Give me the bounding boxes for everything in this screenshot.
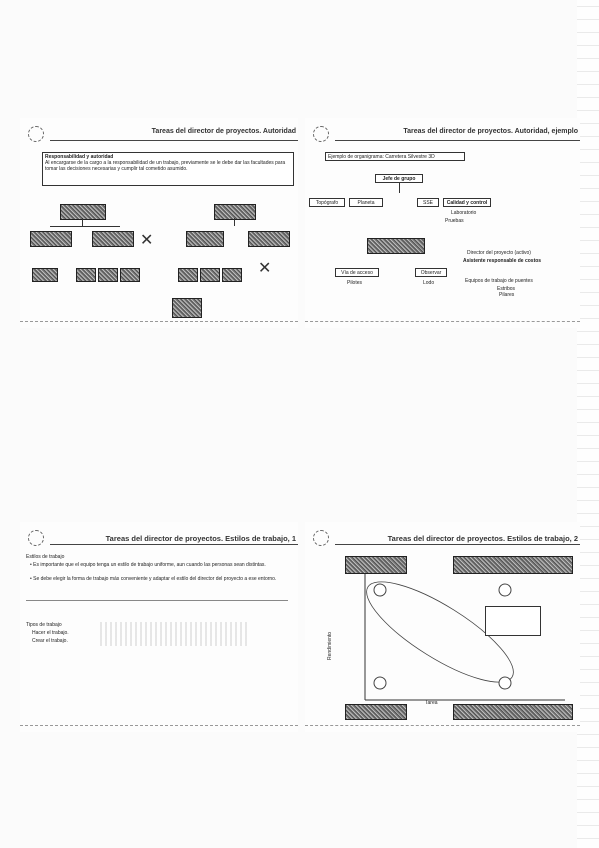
org-node (30, 231, 72, 247)
org-node (248, 231, 290, 247)
org-node (186, 231, 224, 247)
cross-icon: ✕ (258, 260, 272, 277)
slide-footer (20, 725, 298, 732)
org-node (32, 268, 58, 282)
slide-work-styles-1: Tareas del director de proyectos. Estilo… (20, 522, 298, 732)
logo-icon (313, 530, 329, 546)
org-sub1: Laboratorio (451, 210, 477, 216)
quadrant-label (345, 704, 407, 720)
y-axis-label: Rendimiento (327, 631, 333, 660)
slide-title: Tareas del director de proyectos. Estilo… (105, 534, 296, 543)
org-left1: Topógrafo (309, 198, 345, 207)
org-bottom-left: Vía de acceso (335, 268, 379, 277)
list-item: Crear el trabajo. (32, 638, 68, 644)
org-bottom-left-sub: Pilotes (347, 280, 363, 286)
slide-authority: Tareas del director de proyectos. Autori… (20, 118, 298, 328)
box-body: Al encargarse de la cargo a la responsab… (45, 160, 286, 172)
org-sub2: Pruebas (445, 218, 464, 224)
slide-work-styles-2: Tareas del director de proyectos. Estilo… (305, 522, 580, 732)
quadrant-label (453, 556, 573, 574)
slide-footer (305, 725, 580, 732)
right-note3: Equipos de trabajo de puentes (465, 278, 533, 284)
slide-title: Tareas del director de proyectos. Autori… (403, 128, 578, 135)
page-edge-shadow (577, 0, 599, 848)
slide-footer (305, 321, 580, 328)
work-style-diagram (364, 562, 565, 701)
responsibility-box: Responsabilidad y autoridad Al encargars… (42, 152, 294, 186)
section-heading: Estilos de trabajo (26, 554, 65, 560)
logo-icon (313, 126, 329, 142)
bullet-item: • Se debe elegir la forma de trabajo más… (30, 576, 277, 582)
list-heading: Tipos de trabajo (26, 622, 62, 628)
slide-footer (20, 321, 298, 328)
org-node (172, 298, 202, 318)
slide-authority-example: Tareas del director de proyectos. Autori… (305, 118, 580, 328)
org-node (60, 204, 106, 220)
org-node (200, 268, 220, 282)
org-node (367, 238, 425, 254)
org-node (214, 204, 256, 220)
org-node (76, 268, 96, 282)
org-top: Jefe de grupo (375, 174, 423, 183)
title-rule (50, 140, 298, 141)
org-node (98, 268, 118, 282)
org-bottom-mid-sub: Lodo (423, 280, 435, 286)
right-note3-sub2: Pilares (499, 292, 515, 298)
box-heading: Responsabilidad y autoridad (45, 154, 114, 160)
right-note3-sub1: Estribos (497, 286, 516, 292)
right-note1: Director del proyecto (activo) (467, 250, 531, 256)
org-node (222, 268, 242, 282)
title-rule (335, 140, 580, 141)
org-left2: Planeta (349, 198, 383, 207)
org-bottom-mid: Observar (415, 268, 447, 277)
callout-note (485, 606, 541, 636)
org-node (178, 268, 198, 282)
quadrant-label (345, 556, 407, 574)
list-item: Hacer el trabajo. (32, 630, 69, 636)
slide-title: Tareas del director de proyectos. Estilo… (387, 534, 578, 543)
org-node (120, 268, 140, 282)
quadrant-label (453, 704, 573, 720)
logo-icon (28, 530, 44, 546)
faded-text (100, 622, 250, 646)
title-rule (335, 544, 580, 545)
right-note2: Asistente responsable de costos (463, 258, 542, 264)
logo-icon (28, 126, 44, 142)
org-right: Calidad y control (443, 198, 491, 207)
slide-title: Tareas del director de proyectos. Autori… (151, 128, 296, 135)
cross-icon: ✕ (140, 232, 154, 249)
bullet-item: • Es importante que el equipo tenga un e… (30, 562, 266, 568)
title-rule (50, 544, 298, 545)
org-mid: SSE (417, 198, 439, 207)
x-axis-label: Tarea (425, 700, 438, 706)
example-label: Ejemplo de organigrama: Carretera Silves… (325, 152, 465, 161)
org-node (92, 231, 134, 247)
